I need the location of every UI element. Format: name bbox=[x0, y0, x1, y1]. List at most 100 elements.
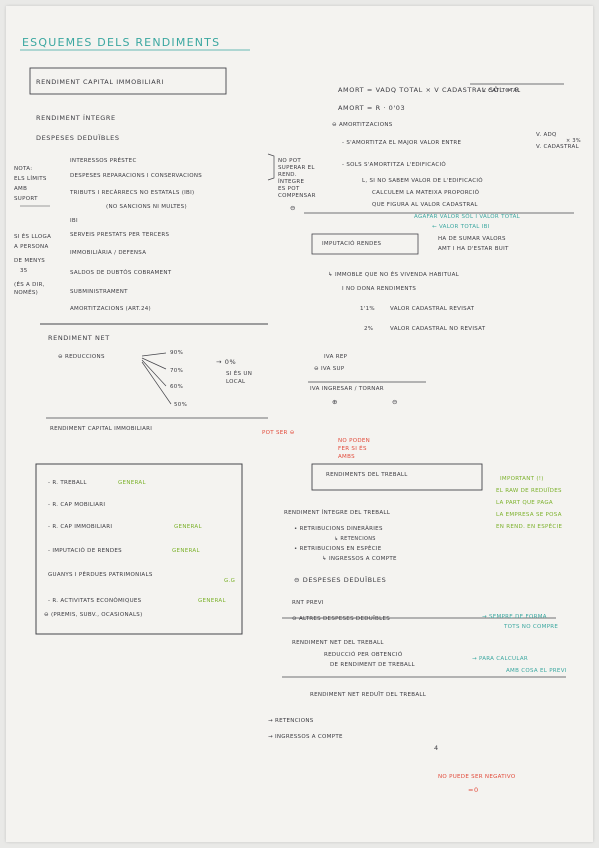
pct-2-text: Valor cadastral no revisat bbox=[390, 326, 486, 332]
rnt-previ: RNT previ bbox=[292, 600, 324, 606]
altres-despeses: ⊖ Altres despeses deduïbles bbox=[292, 616, 391, 622]
number-four: 4 bbox=[434, 744, 439, 752]
imputacio-note-1: Ha de sumar valors bbox=[438, 236, 506, 242]
category-label: - Imputació de rendes bbox=[48, 548, 122, 554]
amort-rule-3: L, si no sabem valor de l'edificació bbox=[362, 178, 483, 184]
capital-item: Tributs i recàrrecs no estatals (IBI) bbox=[70, 190, 195, 196]
left-note: 35 bbox=[20, 268, 28, 274]
side-note-symbol: ⊖ bbox=[290, 204, 297, 212]
left-note: suport bbox=[14, 196, 38, 202]
percent-50: 50% bbox=[174, 402, 188, 408]
iva-rep: IVA rep bbox=[324, 354, 348, 360]
left-note: només) bbox=[14, 290, 39, 296]
iva-ingresar: IVA ingresar / tornar bbox=[310, 386, 384, 392]
red-note-3: fer si és bbox=[338, 446, 367, 452]
reduccions: ⊖ Reduccions bbox=[58, 354, 105, 360]
category-tag: General bbox=[172, 548, 200, 554]
minus-symbol: ⊖ bbox=[392, 398, 399, 406]
capital-item: Amortitzacions (Art.24) bbox=[70, 306, 152, 312]
altres-note-1: → Sempre de forma bbox=[482, 614, 547, 620]
altres-note-2: tots no compre bbox=[504, 624, 559, 630]
treball-integre: Rendiment íntegre del treball bbox=[284, 510, 391, 516]
no-dona: i no dona rendiments bbox=[342, 286, 417, 292]
amort-rule-1: - S'amortitza el major valor entre bbox=[342, 140, 462, 146]
pct-1-1-text: Valor cadastral revisat bbox=[390, 306, 475, 312]
teal-note-2: ← valor total IBI bbox=[432, 224, 490, 230]
red-note-2: no poden bbox=[338, 438, 371, 444]
imputacio-note-2: AMT i ha d'estar buit bbox=[438, 246, 509, 252]
category-tag: General bbox=[174, 524, 202, 530]
page-title: Esquemes dels rendiments bbox=[22, 36, 221, 49]
percent-70: 70% bbox=[170, 368, 184, 374]
treball-heading: Rendiments del treball bbox=[326, 472, 408, 478]
capital-item: Interessos préstec bbox=[70, 158, 137, 164]
category-label: - R. cap mobiliari bbox=[48, 502, 106, 508]
treball-despeses: ⊖ Despeses deduïbles bbox=[294, 576, 387, 584]
immoble: ↳ Immoble que no és vivenda habitual bbox=[328, 272, 460, 278]
red-note-4: ambs bbox=[338, 454, 355, 460]
amort-rule-5: que figura al valor cadastral bbox=[372, 202, 478, 208]
times-3: × 3% bbox=[566, 138, 581, 144]
brace-vadq: V. adq bbox=[536, 132, 557, 138]
category-tag: General bbox=[198, 598, 226, 604]
category-tag: G.G bbox=[224, 578, 236, 584]
formula-1: Amort = Vadq total × V cadastral sòl = R bbox=[338, 86, 520, 94]
important-note: la part que paga bbox=[496, 500, 553, 506]
reduccio-2: de rendiment de treball bbox=[330, 662, 415, 668]
capital-item: IBI bbox=[70, 218, 78, 224]
plus-symbol: ⊕ bbox=[332, 398, 339, 406]
formula-2: Amort = R · 0'03 bbox=[338, 104, 406, 112]
left-note: a persona bbox=[14, 244, 49, 250]
formula-denominator: V cat total bbox=[482, 88, 521, 94]
red-note: Pot ser ⊖ bbox=[262, 430, 295, 436]
retribucions-dineraries: • Retribucions dineràries bbox=[294, 526, 383, 532]
retencions: → Retencions bbox=[268, 718, 314, 724]
ingressos-sub: ↳ Ingressos a compte bbox=[322, 556, 397, 562]
important-note: en rend. en espècie bbox=[496, 524, 563, 530]
brace-vcad: V. cadastral bbox=[536, 144, 579, 150]
left-note: si és lloga bbox=[14, 234, 52, 240]
zero-percent: → 0% bbox=[216, 358, 237, 366]
reduccio-note-2: amb cosa el previ bbox=[506, 668, 567, 674]
capital-integre: Rendiment íntegre bbox=[36, 114, 116, 122]
category-label: - R. treball bbox=[48, 480, 87, 486]
category-label: - R. cap immobiliari bbox=[48, 524, 113, 530]
retribucions-especie: • Retribucions en espècie bbox=[294, 546, 382, 552]
percent-90: 90% bbox=[170, 350, 184, 356]
no-negatiu-1: No puede ser negativo bbox=[438, 774, 516, 780]
treball-reduit: Rendiment net reduït del treball bbox=[310, 692, 427, 698]
capital-item: Saldos de dubtós cobrament bbox=[70, 270, 172, 276]
left-note: amb bbox=[14, 186, 28, 192]
reduccio-1: Reducció per obtenció bbox=[324, 652, 403, 658]
amortitzacions: ⊖ Amortitzacions bbox=[332, 122, 393, 128]
percent-60: 60% bbox=[170, 384, 184, 390]
pct-2: 2% bbox=[364, 326, 374, 332]
capital-net: Rendiment net bbox=[48, 334, 110, 342]
capital-item: Despeses reparacions i conservacions bbox=[70, 173, 203, 179]
capital-despeses: Despeses deduïbles bbox=[36, 134, 120, 142]
retencions-sub: ↳ Retencions bbox=[334, 536, 376, 542]
ingressos-compte: → Ingressos a compte bbox=[268, 734, 343, 740]
notebook-page: Esquemes dels rendiments Rendiment capit… bbox=[6, 6, 593, 842]
important-note: El raw de reduïdes bbox=[496, 488, 562, 494]
no-negatiu-2: =0 bbox=[468, 786, 479, 794]
treball-net: Rendiment net del treball bbox=[292, 640, 384, 646]
important-note: Important (!) bbox=[500, 476, 544, 482]
category-label: - R. activitats econòmiques bbox=[48, 598, 142, 604]
capital-footer: Rendiment capital immobiliari bbox=[50, 426, 153, 432]
capital-item: Subministrament bbox=[70, 289, 128, 295]
left-note: Els límits bbox=[14, 176, 47, 182]
side-note-limit: No pot superar el rend. íntegre bbox=[278, 158, 315, 185]
category-tag: General bbox=[118, 480, 146, 486]
pct-1-1: 1'1% bbox=[360, 306, 375, 312]
amort-rule-4: calculem la mateixa proporció bbox=[372, 190, 480, 196]
teal-note-1: Agafar valor sòl i valor total bbox=[414, 214, 521, 220]
reduccio-note-1: → Para calcular bbox=[472, 656, 529, 662]
side-note-compensar: Es pot compensar bbox=[278, 186, 316, 199]
important-note: la empresa se posa bbox=[496, 512, 562, 518]
left-note: Nota: bbox=[14, 166, 33, 172]
category-footnote: ⊖ (Premis, subv., ocasionals) bbox=[44, 612, 143, 618]
capital-item: Immobiliària / defensa bbox=[70, 250, 147, 256]
local-note: si és un local bbox=[226, 371, 253, 385]
capital-item: (no sancions ni multes) bbox=[106, 204, 187, 210]
